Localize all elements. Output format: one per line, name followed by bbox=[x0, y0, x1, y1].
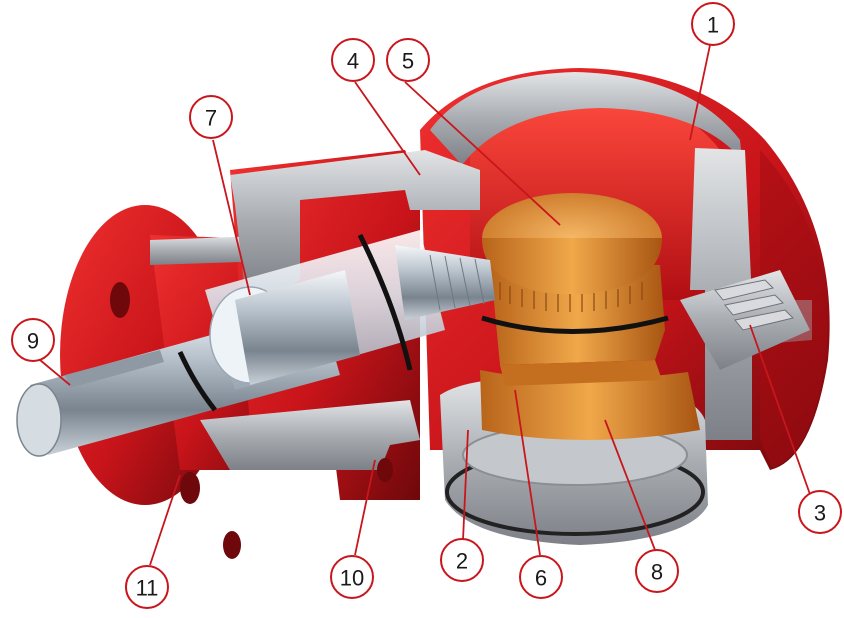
callout-2: 2 bbox=[440, 538, 484, 582]
callout-6-label: 6 bbox=[535, 566, 547, 591]
callout-1: 1 bbox=[691, 2, 735, 46]
transparent-bearing bbox=[205, 230, 495, 390]
callout-5-label: 5 bbox=[402, 49, 414, 74]
callout-6: 6 bbox=[519, 555, 563, 599]
callout-11-label: 11 bbox=[136, 576, 159, 601]
callout-9: 9 bbox=[11, 318, 55, 362]
callout-8-label: 8 bbox=[651, 560, 663, 585]
callout-8: 8 bbox=[635, 549, 679, 593]
callout-4: 4 bbox=[331, 38, 375, 82]
callout-9-label: 9 bbox=[27, 329, 39, 354]
bronze-rotor bbox=[480, 193, 700, 440]
callout-3: 3 bbox=[798, 490, 842, 534]
callout-3-label: 3 bbox=[814, 501, 826, 526]
callout-2-label: 2 bbox=[456, 549, 468, 574]
callout-5: 5 bbox=[386, 38, 430, 82]
callout-11: 11 bbox=[125, 565, 169, 609]
callout-1-label: 1 bbox=[707, 13, 719, 38]
leader-lines bbox=[39, 44, 813, 566]
callout-10-label: 10 bbox=[340, 566, 364, 591]
callout-4-label: 4 bbox=[347, 49, 359, 74]
idler-gear bbox=[680, 270, 810, 370]
callout-10: 10 bbox=[330, 555, 374, 599]
callout-7: 7 bbox=[189, 95, 233, 139]
callout-7-label: 7 bbox=[205, 106, 217, 131]
